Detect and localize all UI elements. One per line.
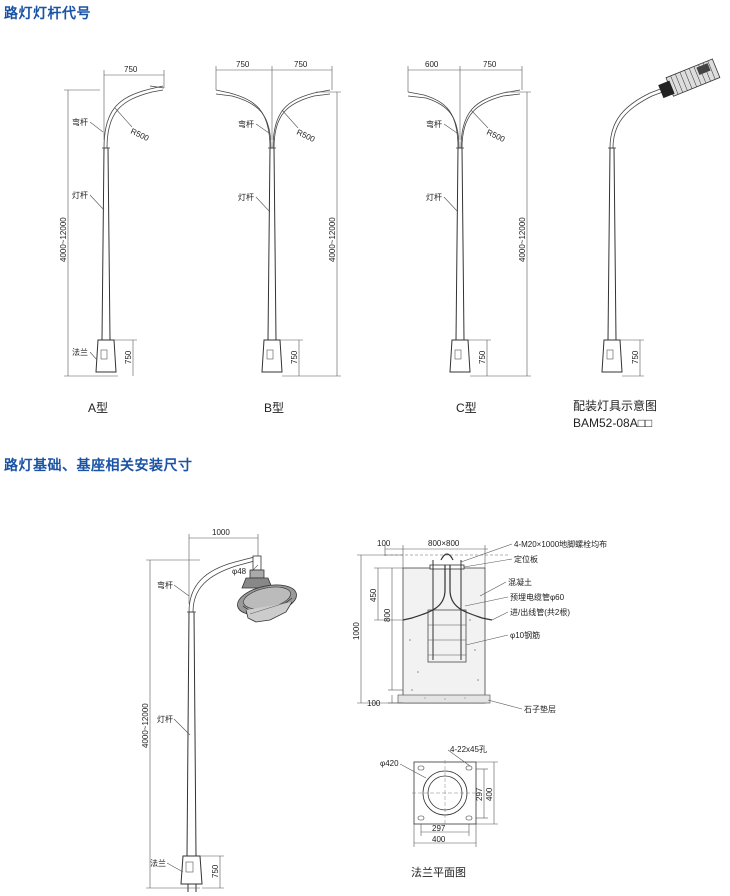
type-b-left-arm	[215, 89, 271, 149]
section-title-pole-codes: 路灯灯杆代号	[4, 5, 91, 21]
install-pipe-diameter: φ48	[232, 567, 247, 576]
callout-cable-conduit: 预埋电缆管φ60	[510, 592, 565, 602]
type-a-arm	[103, 85, 164, 149]
callout-concrete: 混凝土	[508, 577, 532, 587]
callout-bolts: 4-M20×1000地脚螺栓均布	[514, 539, 607, 549]
type-a-arm-dimension: 750	[124, 65, 138, 74]
flange-plan-caption: 法兰平面图	[411, 865, 466, 879]
type-c-pole-label: 灯杆	[426, 192, 442, 202]
dim-bottom-100: 100	[367, 699, 381, 708]
callout-in-out-conduit: 进/出线管(共2根)	[510, 607, 570, 617]
type-b-drawing: 750 750 R500 弯杆 灯杆 4000~12000 750	[215, 60, 341, 377]
dim-800x800: 800×800	[428, 539, 460, 548]
explosion-proof-lamp	[237, 555, 297, 623]
install-bend-label: 弯杆	[157, 580, 173, 590]
type-c-radius-label: R500	[485, 128, 507, 144]
type-a-height-range: 4000~12000	[59, 217, 68, 262]
install-pole-label: 灯杆	[157, 714, 173, 724]
type-c-right-arm-dimension: 750	[483, 60, 497, 69]
install-base	[180, 855, 203, 885]
type-a-caption: A型	[88, 401, 108, 415]
type-c-caption: C型	[456, 401, 477, 415]
type-c-left-arm	[407, 91, 459, 149]
right-conduit	[449, 565, 493, 621]
callout-gravel: 石子垫层	[524, 704, 556, 714]
flange-hole	[465, 765, 473, 771]
type-a-drawing: 750 R500 弯杆 灯杆 法兰 4000~12000 750	[59, 65, 165, 377]
flange-hole	[465, 815, 473, 821]
type-a-bend-label: 弯杆	[72, 117, 88, 127]
install-height-range: 4000~12000	[141, 703, 150, 748]
type-c-right-arm	[460, 89, 521, 149]
callout-locating-plate: 定位板	[514, 554, 538, 564]
flange-width-horizontal: 400	[432, 835, 446, 844]
type-b-right-arm-dimension: 750	[294, 60, 308, 69]
type-b-right-arm	[272, 89, 331, 149]
flange-diameter-label: φ420	[380, 759, 399, 768]
type-a-door	[100, 349, 108, 360]
type-c-bend-label: 弯杆	[426, 119, 442, 129]
type-a-radius-label: R500	[129, 127, 151, 143]
callout-rebar: φ10钢筋	[510, 630, 540, 640]
fixture-model: BAM52-08A□□	[573, 416, 652, 430]
dim-top-100: 100	[377, 539, 391, 548]
type-a-pole-label: 灯杆	[72, 190, 88, 200]
type-c-base	[449, 339, 471, 373]
type-c-height-range: 4000~12000	[518, 217, 527, 262]
dim-depth-450: 450	[369, 588, 378, 602]
type-b-shaft	[267, 147, 277, 341]
type-c-left-arm-dimension: 600	[425, 60, 439, 69]
foundation-section-drawing: 100 800×800 1000 450 800 100 4-M20×1000地…	[352, 539, 607, 714]
install-flange-label: 法兰	[150, 858, 166, 868]
type-b-height-range: 4000~12000	[328, 217, 337, 262]
left-conduit	[402, 565, 446, 621]
gravel-layer	[397, 694, 491, 704]
type-b-caption: B型	[264, 401, 284, 415]
type-b-pole-label: 灯杆	[238, 192, 254, 202]
type-b-bend-label: 弯杆	[238, 119, 254, 129]
type-c-drawing: 600 750 R500 弯杆 灯杆 4000~12000 750	[407, 60, 531, 377]
flange-holes-label: 4-22x45孔	[450, 745, 487, 754]
type-b-base-height: 750	[290, 350, 299, 364]
type-a-base	[95, 339, 117, 373]
type-b-radius-label: R500	[295, 128, 317, 144]
flange-plan-drawing: 4-22x45孔 φ420 297 400 297 400	[380, 745, 498, 847]
install-base-height: 750	[211, 864, 220, 878]
type-a-shaft	[101, 147, 111, 341]
install-arm	[188, 555, 259, 613]
installation-pole-drawing: 1000 φ48 弯杆 灯杆 法兰 4000~12000 750	[141, 528, 297, 892]
type-c-base-height: 750	[478, 350, 487, 364]
flange-hole	[417, 815, 425, 821]
flange-hole	[417, 765, 425, 771]
fixture-caption: 配装灯具示意图	[573, 398, 657, 413]
fixture-base-height: 750	[631, 350, 640, 364]
type-c-shaft	[455, 147, 465, 341]
concrete-block	[402, 567, 486, 704]
dim-depth-800: 800	[383, 608, 392, 622]
install-arm-dimension: 1000	[212, 528, 230, 537]
type-a-base-height: 750	[124, 350, 133, 364]
dim-depth-1000: 1000	[352, 622, 361, 640]
flange-hole-spacing-vertical: 297	[475, 787, 484, 801]
install-shaft	[186, 611, 197, 857]
flange-width-vertical: 400	[485, 787, 494, 801]
type-b-base	[261, 339, 283, 373]
type-b-left-arm-dimension: 750	[236, 60, 250, 69]
type-a-flange-label: 法兰	[72, 347, 88, 357]
led-streetlight-head	[658, 58, 721, 99]
section-title-foundation: 路灯基础、基座相关安装尺寸	[4, 457, 193, 473]
fixture-illustration: 750	[601, 58, 721, 377]
flange-hole-spacing-horizontal: 297	[432, 824, 446, 833]
